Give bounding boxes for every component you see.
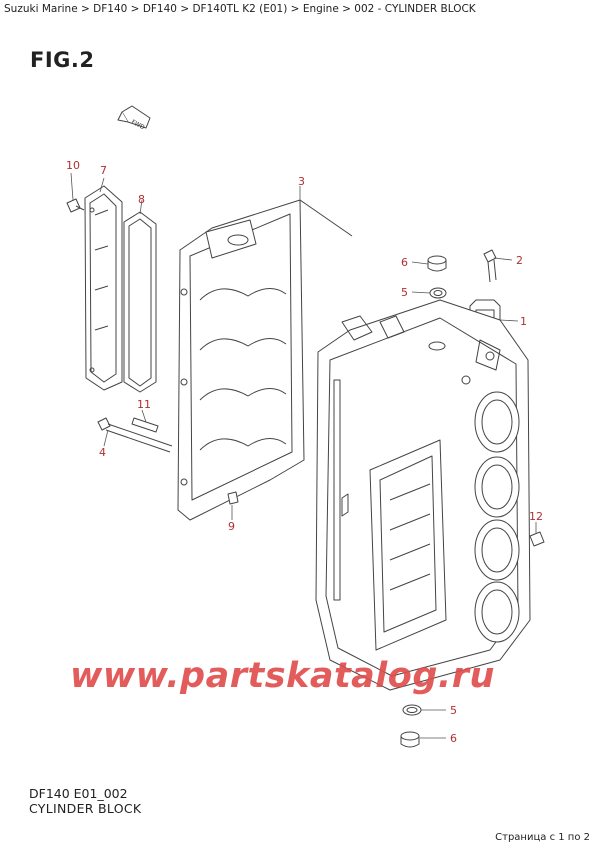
part-2-bolt xyxy=(483,249,497,283)
breadcrumb-separator: > xyxy=(127,3,143,15)
part-4-bolt xyxy=(97,417,173,453)
breadcrumb-current: 002 - CYLINDER BLOCK xyxy=(354,3,476,15)
part-9-dowel xyxy=(227,491,239,505)
breadcrumb-model[interactable]: DF140TL K2 (E01) xyxy=(192,3,288,15)
pager-text: Страница с 1 по 2 xyxy=(495,832,590,843)
part-6-plug-top xyxy=(427,255,447,272)
breadcrumb: Suzuki Marine > DF140 > DF140 > DF140TL … xyxy=(4,3,476,15)
part-12-plug xyxy=(529,531,545,547)
part-11-stud xyxy=(131,417,159,433)
part-5-washer-top xyxy=(429,287,447,299)
callout-8: 8 xyxy=(138,193,145,206)
part-8-gasket xyxy=(123,211,157,393)
callout-7: 7 xyxy=(100,164,107,177)
callout-1: 1 xyxy=(520,315,527,328)
callout-12: 12 xyxy=(529,510,543,523)
part-3-cylinder-head xyxy=(177,199,353,521)
callout-4: 4 xyxy=(99,446,106,459)
callout-5-bottom: 5 xyxy=(450,704,457,717)
part-5-washer-bottom xyxy=(402,704,422,716)
fwd-arrow-icon: FWD xyxy=(117,105,151,132)
breadcrumb-suzuki-marine[interactable]: Suzuki Marine xyxy=(4,3,78,15)
breadcrumb-separator: > xyxy=(338,3,355,15)
cylinder-block xyxy=(315,299,531,691)
callout-10: 10 xyxy=(66,159,80,172)
part-6-plug-bottom xyxy=(400,731,420,748)
diagram-caption: CYLINDER BLOCK xyxy=(29,801,142,816)
breadcrumb-df140-1[interactable]: DF140 xyxy=(93,3,128,15)
callout-3: 3 xyxy=(298,175,305,188)
callout-6-top: 6 xyxy=(401,256,408,269)
callout-5-top: 5 xyxy=(401,286,408,299)
part-10-bolt xyxy=(66,198,85,213)
callout-11: 11 xyxy=(137,398,151,411)
leader-lines xyxy=(70,172,537,739)
watermark: www.partskatalog.ru xyxy=(70,656,495,696)
breadcrumb-engine[interactable]: Engine xyxy=(302,3,339,15)
callout-6-bottom: 6 xyxy=(450,732,457,745)
callout-2: 2 xyxy=(516,254,523,267)
breadcrumb-separator: > xyxy=(176,3,193,15)
breadcrumb-separator: > xyxy=(77,3,94,15)
breadcrumb-df140-2[interactable]: DF140 xyxy=(142,3,177,15)
fig-title: FIG.2 xyxy=(30,48,95,72)
diagram-code: DF140 E01_002 xyxy=(29,786,128,801)
breadcrumb-separator: > xyxy=(287,3,303,15)
part-7-cover xyxy=(84,185,123,391)
callout-9: 9 xyxy=(228,520,235,533)
